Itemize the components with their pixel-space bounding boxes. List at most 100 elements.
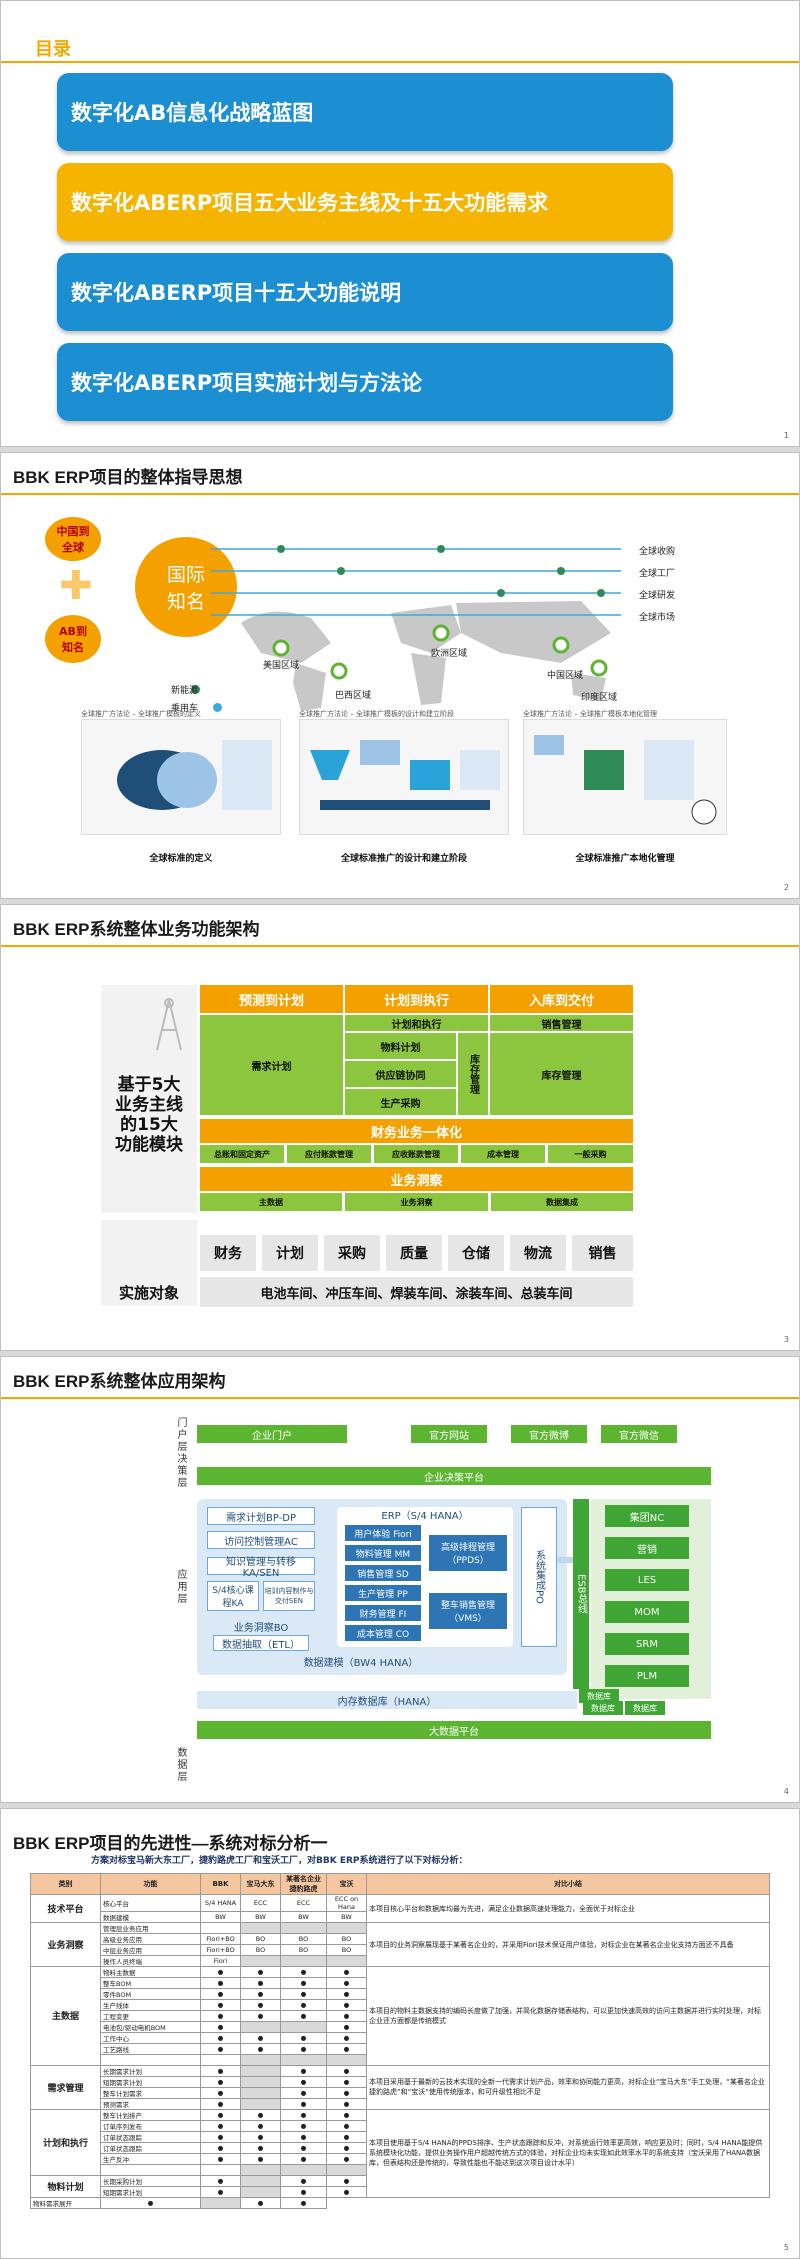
business-insight-head: 业务洞察 [200,1167,633,1191]
function-cell: 长期需求计划 [100,2064,201,2077]
value-cell: ● [280,2010,327,2022]
slide-5: BBK ERP项目的先进性—系统对标分析一 方案对标宝马新大东工厂，捷豹路虎工厂… [0,1808,800,2259]
value-cell [280,1955,327,1967]
portal-website: 官方网站 [411,1425,487,1443]
region-brazil: 巴西区域 [335,691,372,701]
page-number: 3 [783,1335,789,1344]
function-cell: 整车计划排产 [100,2108,201,2121]
thumbnail-template-definition [81,719,281,835]
fin-ar: 应收账款管理 [374,1145,458,1163]
target-finance: 财务 [200,1235,256,1271]
table-row: 计划和执行整车计划排产●●●●本项目使用基于S/4 HANA的PPDS排序、生产… [30,2108,770,2198]
summary-cell: 本项目核心平台和数据库均最为先进，满足企业数据高速处理能力，全面优于对标企业 [366,1894,770,1923]
value-cell: ECC [240,1894,281,1912]
portal-weibo: 官方微博 [511,1425,587,1443]
value-cell: ● [326,1988,367,2000]
impl-label-panel [101,1220,197,1306]
value-cell: ● [280,1966,327,1978]
header-bmw: 宝马大东 [240,1873,281,1895]
value-cell [280,2054,327,2066]
target-procurement: 采购 [324,1235,380,1271]
value-cell: ● [200,2032,241,2044]
thumbnail-localization [523,719,727,835]
bi-master-data: 主数据 [200,1193,342,1211]
value-cell: ● [326,2108,367,2121]
slide-subtitle: 方案对标宝马新大东工厂，捷豹路虎工厂和宝沃工厂，对BBK ERP系统进行了以下对… [91,1856,468,1866]
db-3: 数据库 [625,1701,665,1715]
thumbnail-title-1: 全球推广方法论 – 全球推广模板的定义 [81,710,201,718]
value-cell: ECC on Hana [326,1894,367,1912]
slide-title: BBK ERP系统整体应用架构 [13,1372,226,1391]
erp-sd: 销售管理 SD [345,1565,421,1581]
table-row: 订单状态跟踪●●●● [31,2141,770,2154]
value-cell [280,2021,327,2033]
toc-item-3[interactable]: 数字化ABERP项目十五大功能说明 [57,253,673,331]
workshop-list: 电池车间、冲压车间、焊装车间、涂装车间、总装车间 [200,1277,633,1307]
plus-icon: ✚ [59,563,93,609]
summary-cell: 本项目的业务洞察展现基于某著名企业的，并采用Fiori技术保证用户体验，对标企业… [366,1922,770,1967]
value-cell: ● [240,2141,281,2154]
module-sen-training: 培训内容制作与交付SEN [263,1581,315,1611]
erp-co: 成本管理 CO [345,1625,421,1641]
toc-item-2[interactable]: 数字化ABERP项目五大业务主线及十五大功能需求 [57,163,673,241]
value-cell: BW [200,1911,241,1923]
value-cell: ● [280,2152,327,2165]
fin-general-procurement: 一般采购 [548,1145,633,1163]
target-planning: 计划 [262,1235,318,1271]
erp-mm: 物料管理 MM [345,1545,421,1561]
value-cell: ● [200,1966,241,1978]
value-cell [326,1922,367,1934]
value-cell: ● [200,1999,241,2011]
function-cell: 零件BOM [100,1988,201,2000]
left-label-panel [101,985,197,1213]
value-cell [240,1922,281,1934]
value-cell: BW [240,1911,281,1923]
header-jlr: 某著名企业捷豹路虎 [280,1873,327,1895]
value-cell: ● [200,2108,241,2121]
value-cell: ● [240,2032,281,2044]
summary-cell: 本项目使用基于S/4 HANA的PPDS排序、生产状态跟踪和反冲，对系统运行效率… [366,2108,770,2198]
decision-platform: 企业决策平台 [197,1467,711,1485]
table-row: 预测需求●●● [31,2097,770,2110]
function-cell: 物料需求展开 [30,2196,101,2209]
value-cell [240,1955,281,1967]
value-cell: ● [280,2130,327,2143]
value-cell: Fiori+BO [200,1944,241,1956]
portal-enterprise: 企业门户 [197,1425,347,1443]
toc-item-1[interactable]: 数字化AB信息化战略蓝图 [57,73,673,151]
erp-pp: 生产管理 PP [345,1585,421,1601]
value-cell: ● [280,2108,327,2121]
toc-item-4[interactable]: 数字化ABERP项目实施计划与方法论 [57,343,673,421]
value-cell: ● [240,1977,281,1989]
value-cell: BO [326,1944,367,1956]
label-global-factory: 全球工厂 [639,569,676,579]
system-srm: SRM [605,1633,689,1655]
head-forecast-to-plan: 预测到计划 [200,985,343,1013]
value-cell: ● [200,2075,241,2088]
value-cell: ● [240,2043,281,2055]
value-cell: ● [326,2141,367,2154]
accent-line [1,61,799,63]
value-cell: ● [240,1999,281,2011]
value-cell: ● [200,2010,241,2022]
function-cell: 物料主数据 [100,1966,201,1978]
table-row: 工作中心●●●● [31,2032,770,2044]
value-cell: ● [200,2021,241,2033]
summary-cell: 本项目的物料主数据支持的编码长度做了加强，并简化数据存储表结构，可以更加快速高效… [366,1966,770,2066]
region-china: 中国区域 [547,671,584,681]
table-row: 物料需求展开●●● [30,2196,770,2209]
summary-cell: 本项目采用基于最新的云技术实现的全新一代需求计划产品，效率和协同能力更高，对标企… [366,2064,770,2110]
function-cell: 工作中心 [100,2032,201,2044]
value-cell: ● [200,2174,241,2187]
function-cell: 管理层业务应用 [100,1922,201,1934]
hana-db: 内存数据库（HANA） [197,1691,577,1709]
world-map-graphic [211,545,621,711]
value-cell [240,2054,281,2066]
category-cell: 物料计划 [30,2174,101,2198]
region-india: 印度区域 [581,693,618,703]
target-sales: 销售 [572,1235,633,1271]
value-cell: ● [280,1977,327,1989]
layer-decision: 决策层 [175,1453,186,1489]
function-cell: 短期需求计划 [100,2075,201,2088]
value-cell: S/4 HANA [200,1894,241,1912]
